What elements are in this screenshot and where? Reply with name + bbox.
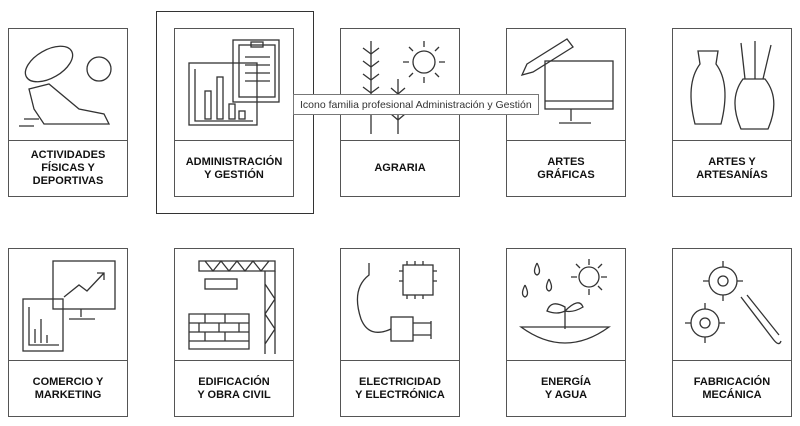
card-label: ACTIVIDADES FÍSICAS Y DEPORTIVAS [30, 149, 106, 187]
card-label: ARTES Y ARTESANÍAS [696, 155, 768, 181]
clipboard-chart-icon [175, 29, 293, 141]
card-label: FABRICACIÓN MECÁNICA [693, 375, 771, 401]
card-edificacion-obra-civil[interactable]: EDIFICACIÓN Y OBRA CIVIL [174, 248, 294, 417]
card-administracion-gestion[interactable]: ADMINISTRACIÓN Y GESTIÓN [174, 28, 294, 197]
sports-icon [9, 29, 127, 141]
card-artes-artesanias[interactable]: ARTES Y ARTESANÍAS [672, 28, 792, 197]
sun-drops-plant-icon [507, 249, 625, 361]
card-label: ADMINISTRACIÓN Y GESTIÓN [185, 155, 283, 181]
card-comercio-marketing[interactable]: COMERCIO Y MARKETING [8, 248, 128, 417]
card-actividades-fisicas[interactable]: ACTIVIDADES FÍSICAS Y DEPORTIVAS [8, 28, 128, 197]
card-label: COMERCIO Y MARKETING [32, 375, 104, 401]
card-energia-agua[interactable]: ENERGÍA Y AGUA [506, 248, 626, 417]
card-fabricacion-mecanica[interactable]: FABRICACIÓN MECÁNICA [672, 248, 792, 417]
tooltip: Icono familia profesional Administración… [293, 94, 539, 115]
card-label: AGRARIA [374, 162, 426, 174]
card-label: EDIFICACIÓN Y OBRA CIVIL [197, 375, 271, 401]
card-label: ELECTRICIDAD Y ELECTRÓNICA [355, 375, 445, 401]
gears-wrench-icon [673, 249, 791, 361]
card-label: ARTES GRÁFICAS [537, 155, 595, 181]
vases-brushes-icon [673, 29, 791, 141]
wheat-sun-icon [341, 29, 459, 141]
monitor-growth-icon [9, 249, 127, 361]
pencil-monitor-icon [507, 29, 625, 141]
card-electricidad-electronica[interactable]: ELECTRICIDAD Y ELECTRÓNICA [340, 248, 460, 417]
crane-bricks-icon [175, 249, 293, 361]
chip-plug-icon [341, 249, 459, 361]
card-label: ENERGÍA Y AGUA [540, 375, 592, 401]
